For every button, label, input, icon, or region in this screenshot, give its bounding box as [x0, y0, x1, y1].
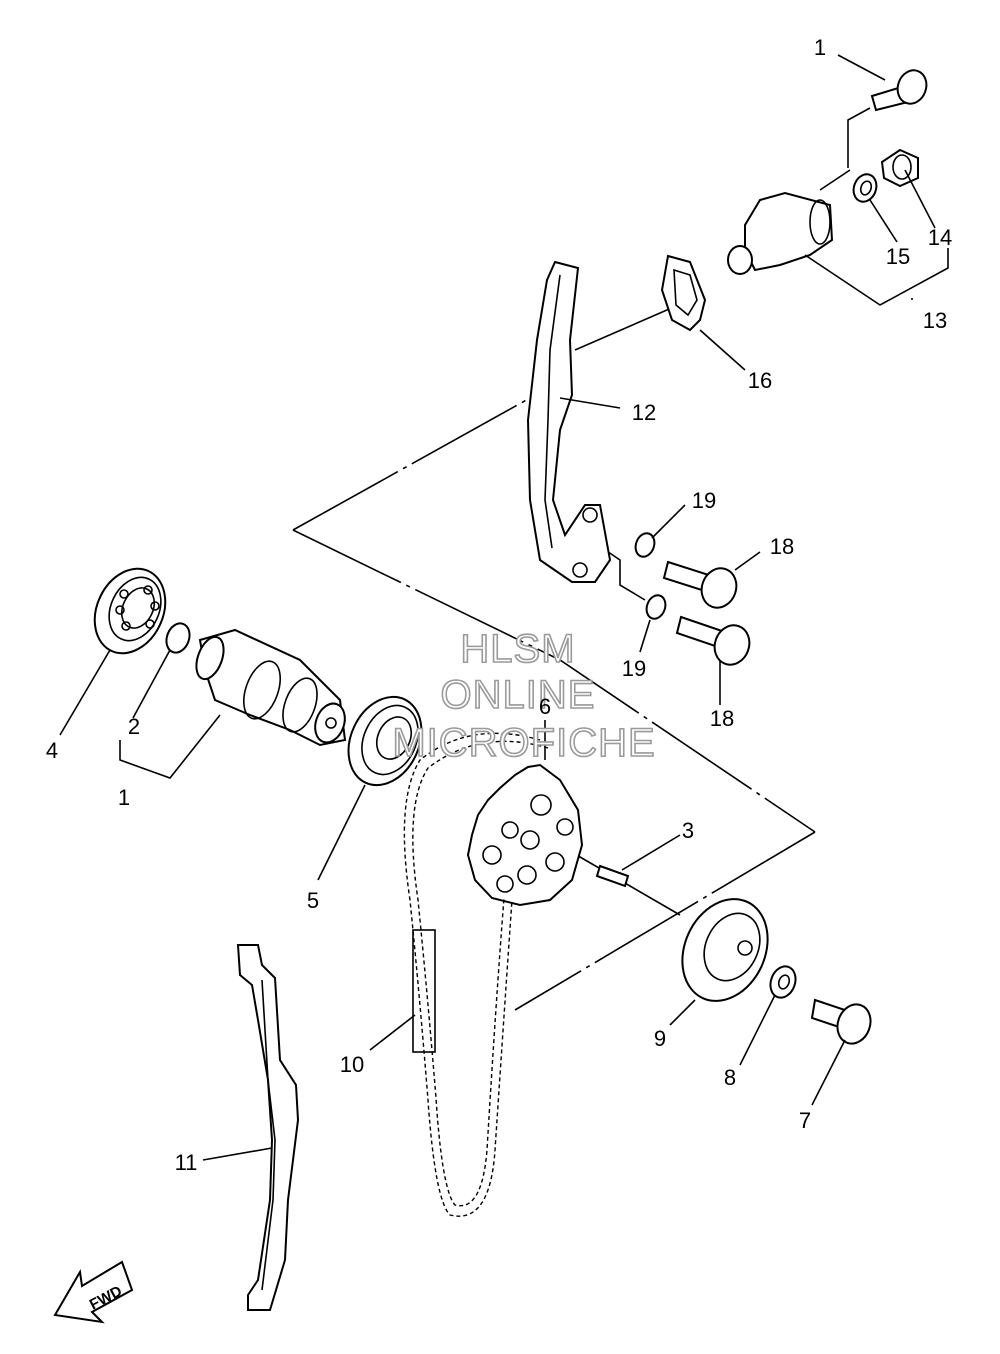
callout-10: 10 — [340, 1052, 364, 1077]
callout-12: 12 — [632, 400, 656, 425]
leader-lines — [59, 54, 949, 1161]
cap-bolt-14 — [880, 148, 919, 188]
bearing-4 — [93, 567, 167, 655]
callout-2: 2 — [128, 714, 140, 739]
callout-19b: 19 — [622, 656, 646, 681]
gasket-16 — [660, 254, 707, 332]
watermark-line2: ONLINE — [441, 673, 596, 717]
callout-7: 7 — [799, 1108, 811, 1133]
callout-3: 3 — [682, 818, 694, 843]
washer-19b — [645, 594, 667, 620]
o-ring-2 — [165, 622, 191, 654]
watermark-line3: MICROFICHE — [392, 721, 655, 765]
camshaft-1 — [195, 628, 347, 747]
callout-17: 1 — [814, 35, 826, 60]
watermark-line1: HLSM — [460, 627, 575, 671]
watermark: HLSM ONLINE MICROFICHE — [392, 626, 656, 766]
chain-guide-11 — [236, 944, 300, 1311]
fwd-arrow-icon: FWD — [53, 1260, 134, 1324]
pin-3 — [595, 864, 630, 888]
callout-6: 6 — [539, 694, 551, 719]
callout-11: 11 — [175, 1150, 198, 1175]
washer-15 — [852, 173, 878, 203]
bearing-5 — [347, 695, 423, 787]
callout-8: 8 — [724, 1065, 736, 1090]
callout-18a: 18 — [770, 534, 794, 559]
washer-19a — [634, 532, 656, 558]
bolt-18a — [662, 560, 738, 609]
callout-18b: 18 — [710, 706, 734, 731]
plate-9 — [681, 898, 769, 1002]
tensioner-13 — [727, 191, 834, 275]
tensioner-guide-12 — [526, 260, 612, 583]
callout-16: 16 — [748, 368, 772, 393]
cam-chain-10 — [403, 732, 549, 1217]
bolt-17 — [870, 69, 928, 112]
callout-14: 14 — [928, 225, 952, 250]
callouts: 1 14 15 13 16 12 19 18 19 18 4 2 1 6 3 5… — [46, 35, 952, 1175]
cam-sprocket-6 — [466, 763, 584, 907]
callout-19a: 19 — [692, 488, 716, 513]
callout-5: 5 — [307, 888, 319, 913]
callout-13: 13 — [923, 308, 947, 333]
bolt-18b — [675, 615, 751, 666]
callout-15: 15 — [886, 244, 910, 269]
bolt-7 — [810, 998, 872, 1045]
callout-4: 4 — [46, 738, 58, 763]
washer-8 — [769, 965, 797, 999]
callout-1: 1 — [118, 785, 130, 810]
callout-9: 9 — [654, 1026, 666, 1051]
